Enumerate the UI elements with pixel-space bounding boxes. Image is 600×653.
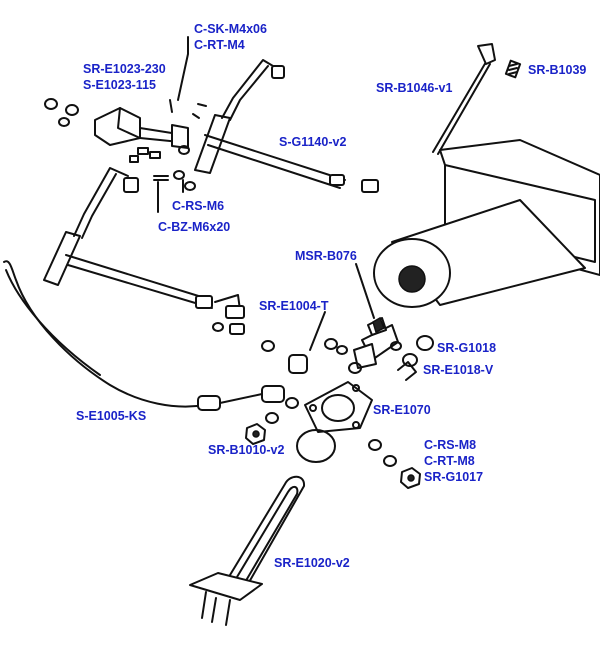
boiler-body (373, 139, 600, 308)
label-sr-e1020-v2: SR-E1020-v2 (274, 556, 350, 570)
gasket-ring (296, 429, 336, 463)
label-block-m8: C-RS-M8 C-RT-M8 SR-G1017 (424, 437, 483, 485)
label-sr-e1018-v: SR-E1018-V (423, 363, 494, 377)
label-s-e1023-115: S-E1023-115 (83, 78, 156, 92)
heating-element (189, 475, 305, 626)
m8-fasteners (368, 439, 421, 489)
label-msr-b076: MSR-B076 (295, 249, 357, 263)
label-sr-e1023-230: SR-E1023-230 (83, 62, 166, 76)
probe-part (288, 311, 326, 374)
label-block-thermostat: SR-E1023-230 S-E1023-115 (83, 61, 166, 93)
nut-part (245, 423, 266, 445)
label-sr-g1017: SR-G1017 (424, 470, 484, 484)
label-c-rt-m4: C-RT-M4 (194, 38, 245, 52)
rod-part (432, 43, 496, 155)
label-c-rt-m8: C-RT-M8 (424, 454, 475, 468)
flange-part (265, 362, 373, 433)
thermostat-bracket-upper (194, 59, 379, 193)
label-s-g1140-v2: S-G1140-v2 (279, 135, 347, 149)
label-c-rs-m6: C-RS-M6 (172, 199, 225, 213)
label-sr-b1039: SR-B1039 (528, 63, 587, 77)
label-c-rs-m8: C-RS-M8 (424, 438, 477, 452)
label-sr-e1004-t: SR-E1004-T (259, 299, 329, 313)
small-fasteners (129, 99, 207, 191)
sensor-wire (3, 260, 285, 411)
small-screw-part (504, 59, 522, 79)
leader-lines (157, 36, 375, 319)
valve-part (324, 316, 399, 369)
label-sr-b1046-v1: SR-B1046-v1 (376, 81, 453, 95)
label-sr-b1010-v2: SR-B1010-v2 (208, 443, 285, 457)
label-c-sk-m4x06: C-SK-M4x06 (194, 22, 267, 36)
label-sr-g1018: SR-G1018 (437, 341, 497, 355)
thermostat-part (44, 98, 189, 149)
label-block-screws: C-SK-M4x06 C-RT-M4 (194, 21, 267, 53)
label-sr-e1070: SR-E1070 (373, 403, 431, 417)
thermostat-bracket-lower (43, 167, 245, 319)
middle-washers (212, 322, 275, 352)
label-c-bz-m6x20: C-BZ-M6x20 (158, 220, 231, 234)
fitting-part (390, 335, 434, 381)
label-s-e1005-ks: S-E1005-KS (76, 409, 147, 423)
